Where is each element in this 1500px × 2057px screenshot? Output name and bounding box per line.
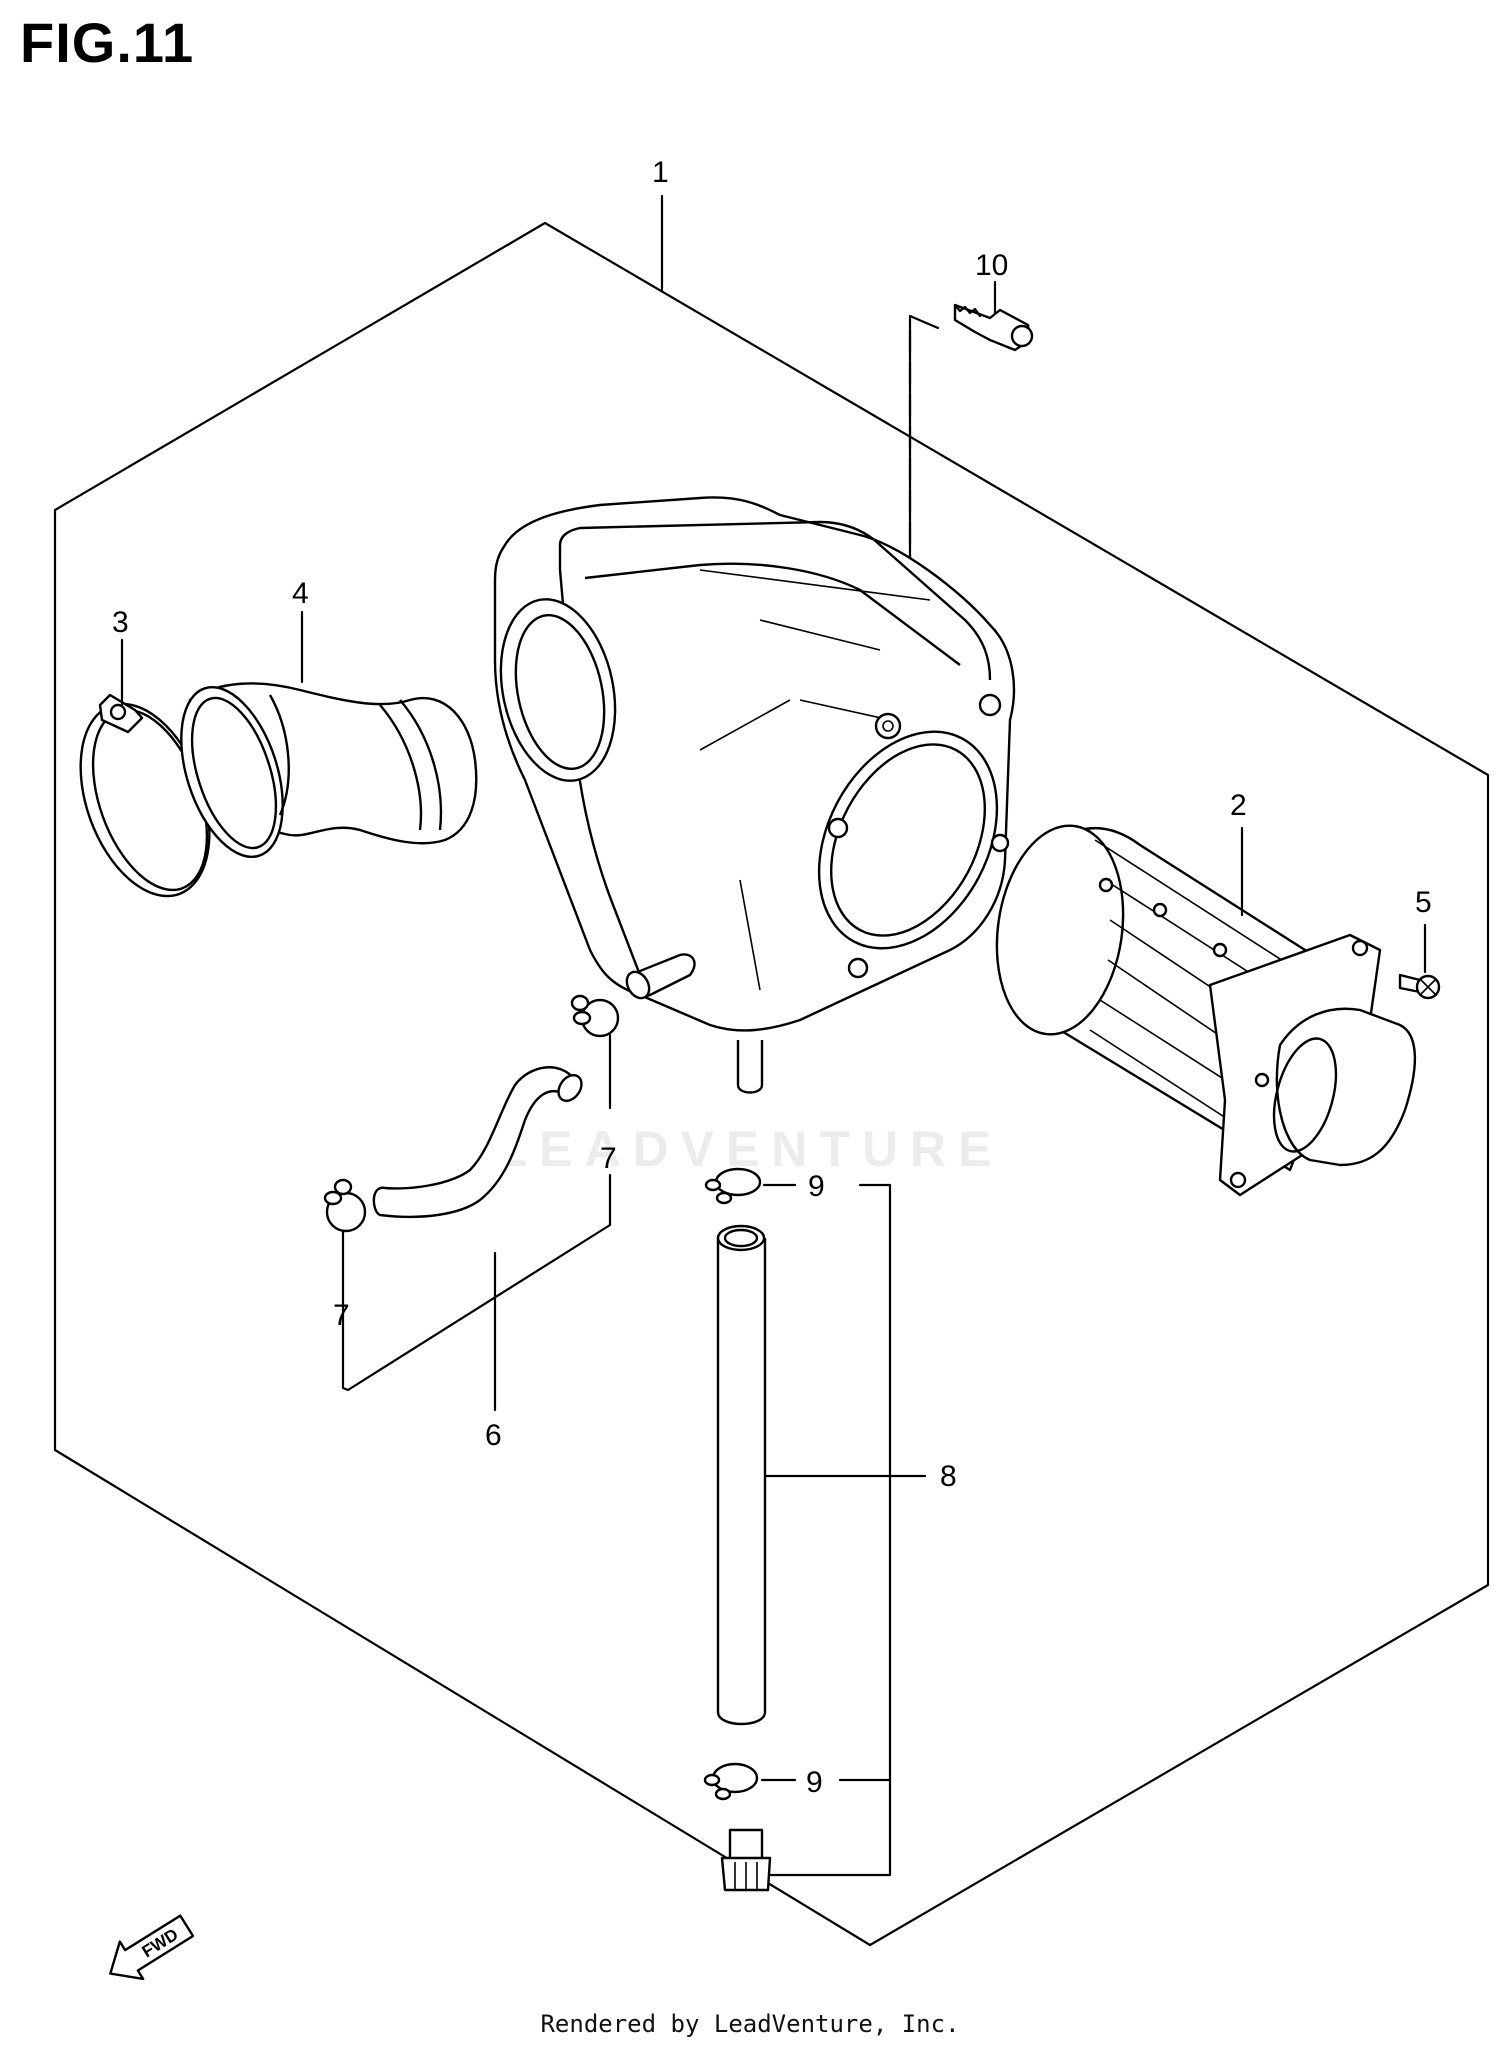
watermark-text: LEADVENTURE [496, 1121, 1004, 1177]
footer-credit: Rendered by LeadVenture, Inc. [540, 2010, 960, 2038]
bolt-part-10 [953, 280, 1034, 352]
callout-9-upper: 9 [808, 1170, 825, 1203]
clip-part-9-lower [703, 1762, 759, 1801]
clip-part-7-upper [570, 994, 620, 1038]
callout-1: 1 [652, 156, 669, 189]
drain-plug [720, 1828, 772, 1892]
clip-part-9-upper [704, 1167, 762, 1205]
callout-6: 6 [485, 1419, 502, 1452]
callout-7-lower: 7 [333, 1299, 350, 1332]
leader-8-9-bracket [768, 1183, 892, 1877]
air-cleaner-box-part-1 [493, 496, 1016, 1094]
drain-tube-part-8 [716, 1224, 767, 1726]
callout-3: 3 [112, 606, 129, 639]
callout-4: 4 [292, 577, 309, 610]
leader-7-bracket [341, 1173, 612, 1392]
callout-5: 5 [1415, 886, 1432, 919]
air-filter-part-2 [995, 824, 1417, 1197]
screw-part-5 [1398, 973, 1441, 1000]
callout-2: 2 [1230, 789, 1247, 822]
assembly-outline [53, 221, 1490, 1947]
callout-10: 10 [975, 249, 1008, 282]
breather-hose-part-6 [372, 1066, 583, 1219]
fwd-direction-icon: FWD [109, 1914, 195, 1981]
callout-7-upper: 7 [600, 1142, 617, 1175]
clip-part-7-lower [323, 1178, 367, 1233]
callout-8: 8 [940, 1460, 957, 1493]
callout-9-lower: 9 [806, 1766, 823, 1799]
intake-boot-part-4 [180, 682, 478, 859]
figure-title: FIG.11 [20, 11, 195, 74]
